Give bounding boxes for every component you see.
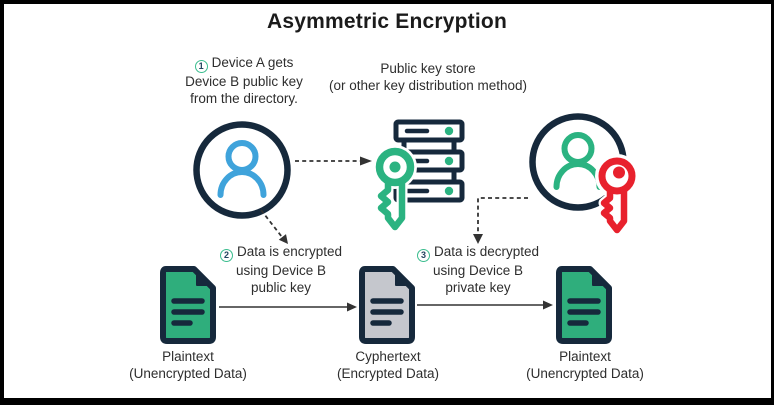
key-store-caption-line1: Public key store xyxy=(380,61,476,76)
arrow-cyphertext-to-plaintext xyxy=(417,300,553,310)
plaintext-left-label-name: Plaintext xyxy=(162,349,214,364)
step-3-number-badge: 3 xyxy=(416,249,430,262)
arrow-plaintext-to-cyphertext xyxy=(219,302,357,312)
step-1-text-line2: Device B public key xyxy=(185,74,303,89)
cyphertext-label-detail: (Encrypted Data) xyxy=(336,366,440,381)
arrow-device-a-to-step2 xyxy=(260,209,288,244)
step-1-text-line1: Device A gets xyxy=(211,55,294,70)
plaintext-right-label-detail: (Unencrypted Data) xyxy=(526,366,644,381)
private-key-icon xyxy=(595,154,639,236)
step-2-text-line2: using Device B xyxy=(235,263,327,278)
arrow-device-b-to-step3 xyxy=(473,197,528,244)
page-title: Asymmetric Encryption xyxy=(267,10,507,33)
cyphertext-label-name: Cyphertext xyxy=(355,349,421,364)
plaintext-right-label: Plaintext (Unencrypted Data) xyxy=(493,348,677,382)
cyphertext-document-icon xyxy=(359,266,415,344)
plaintext-left-label: Plaintext (Unencrypted Data) xyxy=(96,348,280,382)
step-3-text-line1: Data is decrypted xyxy=(433,244,540,259)
step-1-number-badge: 1 xyxy=(194,60,208,73)
device-b-group xyxy=(529,113,639,236)
plaintext-right-label-name: Plaintext xyxy=(559,349,611,364)
key-store-group xyxy=(373,119,465,233)
step-3-text-line3: private key xyxy=(445,280,511,295)
cyphertext-label: Cyphertext (Encrypted Data) xyxy=(296,348,480,382)
step-1-text-line3: from the directory. xyxy=(190,91,298,106)
public-key-icon xyxy=(373,145,417,233)
arrow-device-a-to-keystore xyxy=(295,156,372,166)
step-2-text-line1: Data is encrypted xyxy=(236,244,343,259)
plaintext-document-icon xyxy=(160,266,216,344)
step-3-text-line2: using Device B xyxy=(432,263,524,278)
plaintext-left-label-detail: (Unencrypted Data) xyxy=(129,366,247,381)
key-store-caption-line2: (or other key distribution method) xyxy=(328,78,528,93)
step-2-text-line3: public key xyxy=(250,280,312,295)
device-a-user-icon xyxy=(193,121,291,219)
step-2-number-badge: 2 xyxy=(219,249,233,262)
key-store-caption: Public key store (or other key distribut… xyxy=(302,60,554,94)
plaintext-output-document-icon xyxy=(556,266,612,344)
